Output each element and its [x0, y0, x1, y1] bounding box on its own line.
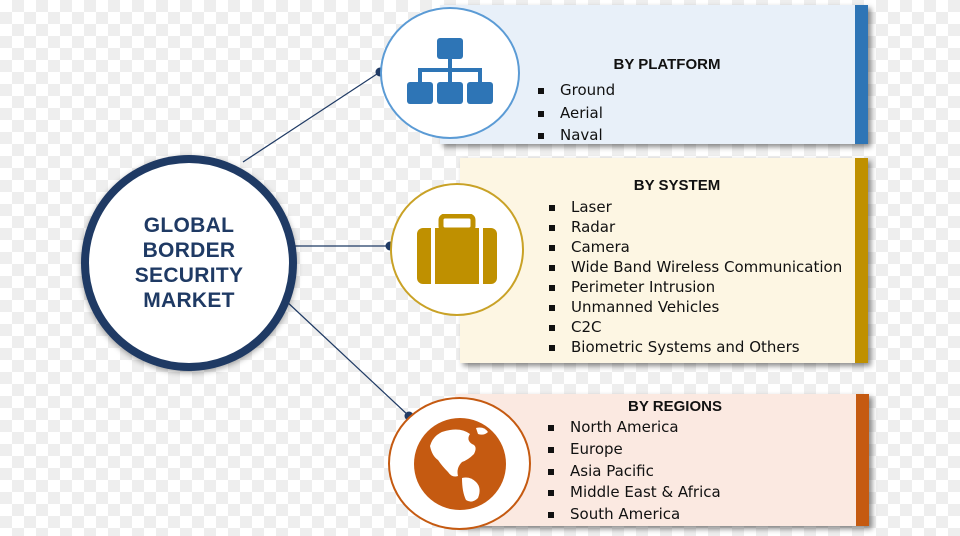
panel-system: BY SYSTEM Laser Radar Camera Wide Band W…	[460, 158, 868, 363]
briefcase-icon	[417, 213, 497, 284]
list-item: Laser	[549, 198, 842, 218]
list-item: Camera	[549, 238, 842, 258]
panel-heading-regions: BY REGIONS	[628, 398, 722, 415]
globe-icon	[413, 417, 506, 510]
list-item: Naval	[538, 126, 615, 149]
platform-list: Ground Aerial Naval	[538, 81, 615, 149]
connector-regions	[284, 299, 410, 417]
regions-list: North America Europe Asia Pacific Middle…	[548, 418, 721, 527]
center-title: GLOBAL BORDER SECURITY MARKET	[134, 214, 244, 312]
list-item: Aerial	[538, 104, 615, 127]
list-item: South America	[548, 505, 721, 527]
panel-heading-platform: BY PLATFORM	[613, 56, 721, 73]
list-item: Perimeter Intrusion	[549, 278, 842, 298]
list-item: Unmanned Vehicles	[549, 298, 842, 318]
panel-accent-bar	[856, 394, 869, 526]
list-item: North America	[548, 418, 721, 440]
regions-icon-circle	[388, 397, 531, 530]
system-list: Laser Radar Camera Wide Band Wireless Co…	[549, 198, 842, 358]
panel-accent-bar	[855, 158, 868, 363]
list-item: Europe	[548, 440, 721, 462]
list-item: Middle East & Africa	[548, 483, 721, 505]
list-item: C2C	[549, 318, 842, 338]
list-item: Asia Pacific	[548, 462, 721, 484]
panel-heading-system: BY SYSTEM	[633, 177, 721, 194]
system-icon-circle	[390, 183, 524, 316]
panel-accent-bar	[855, 5, 868, 144]
list-item: Biometric Systems and Others	[549, 338, 842, 358]
center-hub: GLOBAL BORDER SECURITY MARKET	[81, 155, 297, 371]
list-item: Radar	[549, 218, 842, 238]
hierarchy-icon	[407, 38, 493, 104]
connector-platform	[242, 71, 381, 163]
list-item: Ground	[538, 81, 615, 104]
list-item: Wide Band Wireless Communication	[549, 258, 842, 278]
platform-icon-circle	[380, 7, 520, 139]
